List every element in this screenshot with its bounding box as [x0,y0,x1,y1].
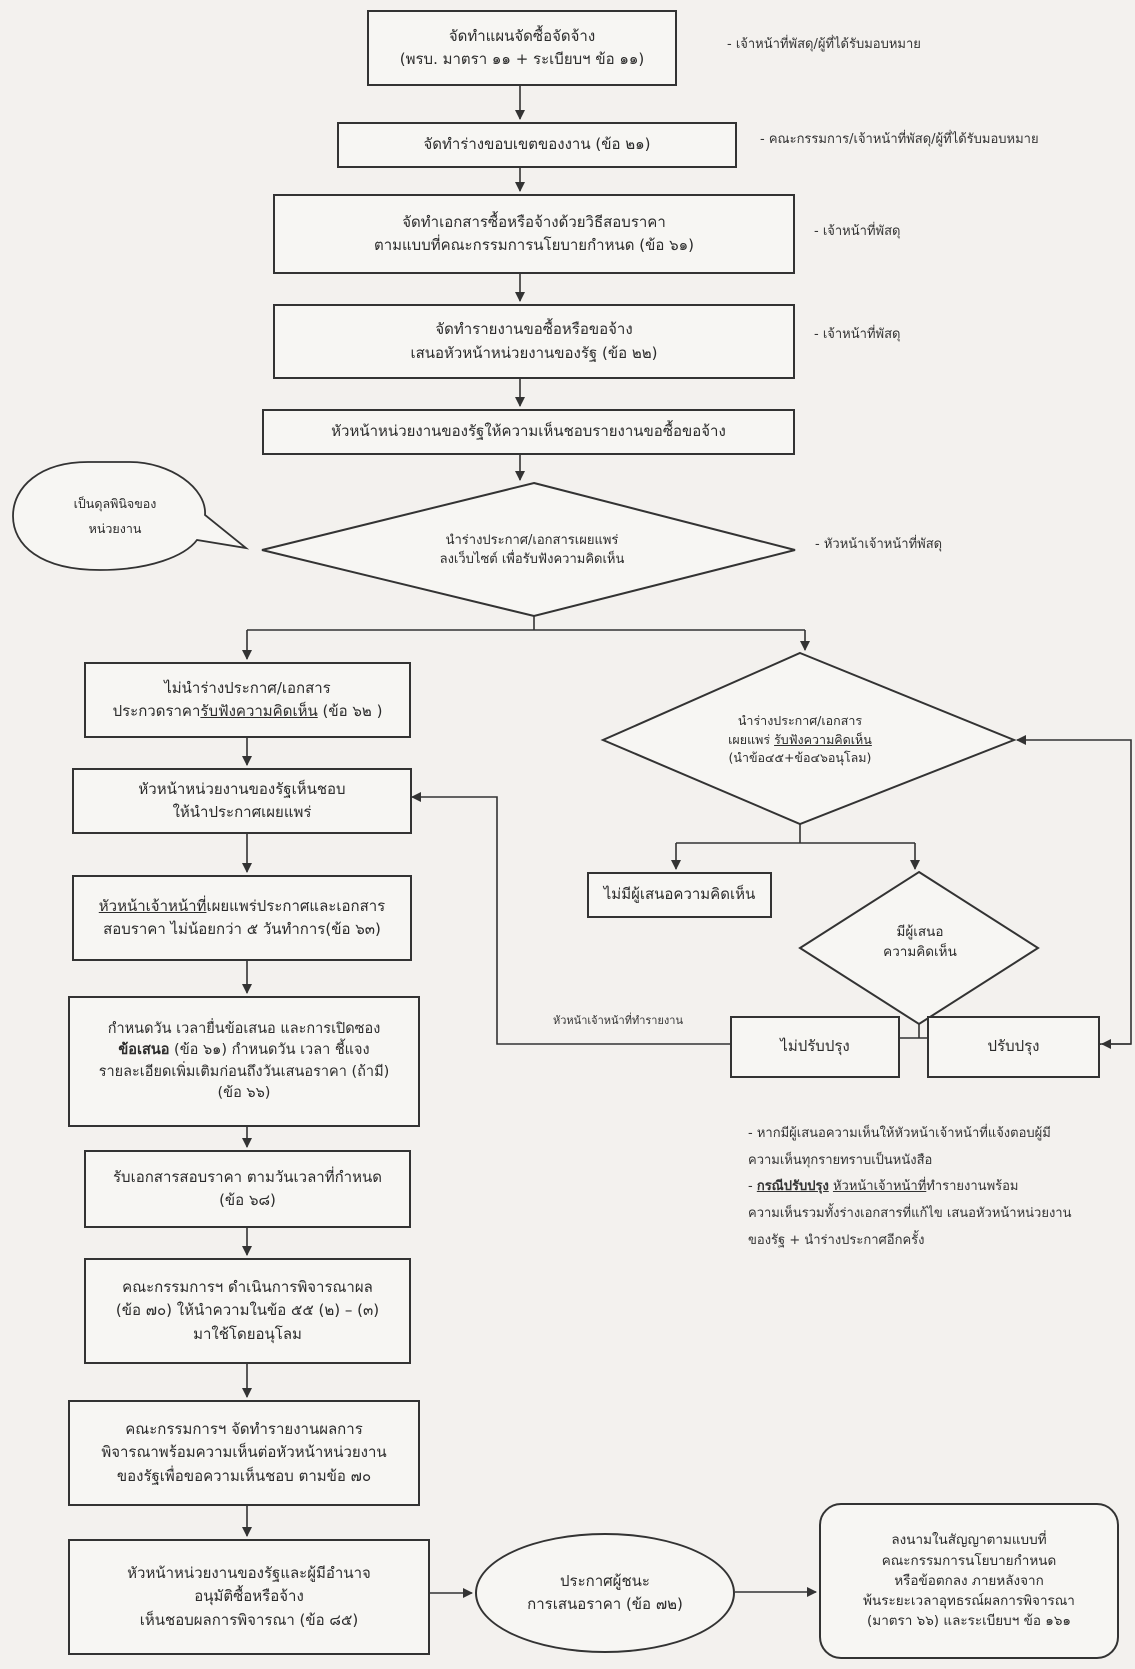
receive-box: รับเอกสารสอบราคา ตามวันเวลาที่กำหนด (ข้อ… [84,1150,411,1228]
committee-consider-line3: มาใช้โดยอนุโลม [193,1324,302,1343]
docs-responsible: - เจ้าหน้าที่พัสดุ [814,224,901,239]
report-line2: เสนอหัวหน้าหน่วยงานของรัฐ (ข้อ ๒๒) [410,343,658,362]
head-approve-line1: หัวหน้าหน่วยงานของรัฐเห็นชอบ [138,779,346,798]
contract-line5: (มาตรา ๖๖) และระเบียบฯ ข้อ ๑๖๑ [867,1613,1071,1630]
decision2-text: นำร่างประกาศ/เอกสาร เผยแพร่ รับฟังความคิ… [690,700,910,780]
plan-line2: (พรบ. มาตรา ๑๑ + ระเบียบฯ ข้อ ๑๑) [399,50,645,68]
committee-consider-line1: คณะกรรมการฯ ดำเนินการพิจารณาผล [122,1278,373,1297]
no-publish-line2b: รับฟังความคิดเห็น [200,702,318,720]
notes-block: - หากมีผู้เสนอความเห็นให้หัวหน้าเจ้าหน้า… [748,1121,1071,1254]
notes-line5: ของรัฐ + นำร่างประกาศอีกครั้ง [748,1232,925,1248]
contract-line4: พ้นระยะเวลาอุทธรณ์ผลการพิจารณา [863,1593,1075,1610]
receive-line1: รับเอกสารสอบราคา ตามวันเวลาที่กำหนด [113,1167,382,1186]
committee-report-box: คณะกรรมการฯ จัดทำรายงานผลการ พิจารณาพร้อ… [68,1400,420,1506]
report-responsible: - เจ้าหน้าที่พัสดุ [814,327,901,342]
no-publish-line1: ไม่นำร่างประกาศ/เอกสาร [164,678,331,697]
committee-report-line2: พิจารณาพร้อมความเห็นต่อหัวหน้าหน่วยงาน [101,1443,387,1462]
no-comment-line1: ไม่มีผู้เสนอความคิดเห็น [603,885,756,904]
bubble-note: เป็นดุลพินิจของ หน่วยงาน [40,470,190,562]
bubble-line2: หน่วยงาน [88,521,142,536]
schedule-line3: รายละเอียดเพิ่มเติมก่อนถึงวันเสนอราคา (ถ… [98,1063,390,1080]
decision1-text: นำร่างประกาศ/เอกสารเผยแพร่ ลงเว็บไซต์ เพ… [392,520,672,580]
notes-line2: ความเห็นทุกรายทราบเป็นหนังสือ [748,1152,933,1168]
no-improve-box: ไม่ปรับปรุง [730,1016,900,1078]
has-comment-line2: ความคิดเห็น [883,944,957,960]
loop-no-improve-to-head-approve [411,792,730,1045]
winner-line2: การเสนอราคา (ข้อ ๗๒) [527,1595,683,1613]
decision2-line2b: รับฟังความคิดเห็น [774,731,872,747]
improve-line1: ปรับปรุง [987,1037,1040,1056]
schedule-box: กำหนดวัน เวลายื่นข้อเสนอ และการเปิดซอง ข… [68,996,420,1127]
schedule-line2a: ข้อเสนอ [118,1042,170,1059]
notes-line1: - หากมีผู้เสนอความเห็นให้หัวหน้าเจ้าหน้า… [748,1126,1051,1141]
final-approve-box: หัวหน้าหน่วยงานของรัฐและผู้มีอำนาจ อนุมั… [68,1539,430,1655]
no-publish-line2c: (ข้อ ๖๒ ) [317,702,383,720]
no-publish-box: ไม่นำร่างประกาศ/เอกสาร ประกวดราคารับฟังค… [84,662,411,738]
decision2-line2a: เผยแพร่ [728,731,775,747]
committee-report-line1: คณะกรรมการฯ จัดทำรายงานผลการ [125,1420,363,1439]
approve-report-line1: หัวหน้าหน่วยงานของรัฐให้ความเห็นชอบรายงา… [331,422,726,441]
bubble-line1: เป็นดุลพินิจของ [73,496,157,511]
publish-line1b: เผยแพร่ประกาศและเอกสาร [206,896,386,915]
report-line1: จัดทำรายงานขอซื้อหรือขอจ้าง [435,320,633,339]
publish-line2: สอบราคา ไม่น้อยกว่า ๕ วันทำการ(ข้อ ๖๓) [103,920,381,938]
plan-line1: จัดทำแผนจัดซื้อจัดจ้าง [448,26,596,45]
schedule-line2b: (ข้อ ๖๑) กำหนดวัน เวลา ชี้แจง [169,1042,370,1059]
approve-report-box: หัวหน้าหน่วยงานของรัฐให้ความเห็นชอบรายงา… [262,409,795,455]
scope-responsible: - คณะกรรมการ/เจ้าหน้าที่พัสดุ/ผู้ที่ได้ร… [760,132,1039,147]
final-approve-line2: อนุมัติซื้อหรือจ้าง [194,1587,304,1606]
committee-report-line3: ของรัฐเพื่อขอความเห็นชอบ ตามข้อ ๗๐ [116,1466,372,1485]
plan-responsible: - เจ้าหน้าที่พัสดุ/ผู้ที่ได้รับมอบหมาย [727,37,921,52]
winner-ellipse: ประกาศผู้ชนะ การเสนอราคา (ข้อ ๗๒) [475,1533,735,1653]
head-approve-box: หัวหน้าหน่วยงานของรัฐเห็นชอบ ให้นำประกาศ… [72,768,412,834]
contract-line2: คณะกรรมการนโยบายกำหนด [881,1552,1057,1569]
docs-line1: จัดทำเอกสารซื้อหรือจ้างด้วยวิธีสอบราคา [402,212,666,231]
loop-improve-to-decision2 [1016,735,1132,1045]
decision1-line1: นำร่างประกาศ/เอกสารเผยแพร่ [445,532,619,548]
notes-line3d: หัวหน้าเจ้าหน้าที่ [832,1179,927,1195]
has-comment-line1: มีผู้เสนอ [896,923,944,940]
decision2-line3: (นำข้อ๔๕+ข้อ๔๖อนุโลม) [728,750,872,766]
plan-box: จัดทำแผนจัดซื้อจัดจ้าง (พรบ. มาตรา ๑๑ + … [367,10,677,86]
contract-box: ลงนามในสัญญาตามแบบที่ คณะกรรมการนโยบายกำ… [819,1503,1119,1659]
decision2-line1: นำร่างประกาศ/เอกสาร [737,712,863,728]
final-approve-line3: เห็นชอบผลการพิจารณา (ข้อ ๘๕) [139,1610,359,1629]
no-comment-box: ไม่มีผู้เสนอความคิดเห็น [587,872,772,918]
head-approve-line2: ให้นำประกาศเผยแพร่ [172,803,312,821]
notes-line3a: - [748,1179,757,1195]
scope-line1: จัดทำร่างขอบเขตของงาน (ข้อ ๒๑) [423,135,651,154]
schedule-line1: กำหนดวัน เวลายื่นข้อเสนอ และการเปิดซอง [107,1021,381,1038]
decision1-responsible: - หัวหน้าเจ้าหน้าที่พัสดุ [815,537,943,552]
has-comment-text: มีผู้เสนอ ความคิดเห็น [850,912,990,972]
bubble-shape [12,461,250,571]
head-officer-label: หัวหน้าเจ้าหน้าที่ทำรายงาน [553,1014,683,1027]
decision1-line2: ลงเว็บไซต์ เพื่อรับฟังความคิดเห็น [439,552,625,567]
improve-box: ปรับปรุง [927,1016,1100,1078]
notes-line4: ความเห็นรวมทั้งร่างเอกสารที่แก้ไข เสนอหั… [748,1205,1072,1221]
docs-box: จัดทำเอกสารซื้อหรือจ้างด้วยวิธีสอบราคา ต… [273,194,795,274]
schedule-line4: (ข้อ ๖๖) [217,1084,271,1101]
publish-line1a: หัวหน้าเจ้าหน้าที่ [98,896,207,915]
no-publish-line2a: ประกวดราคา [112,702,201,720]
report-box: จัดทำรายงานขอซื้อหรือขอจ้าง เสนอหัวหน้าห… [273,304,795,379]
winner-line1: ประกาศผู้ชนะ [560,1571,650,1590]
contract-line3: หรือข้อตกลง ภายหลังจาก [894,1572,1044,1589]
contract-line1: ลงนามในสัญญาตามแบบที่ [891,1532,1047,1549]
final-approve-line1: หัวหน้าหน่วยงานของรัฐและผู้มีอำนาจ [127,1564,371,1583]
notes-line3e: ทำรายงานพร้อม [926,1179,1019,1195]
publish-box: หัวหน้าเจ้าหน้าที่เผยแพร่ประกาศและเอกสาร… [72,875,412,961]
scope-box: จัดทำร่างขอบเขตของงาน (ข้อ ๒๑) [337,122,737,168]
docs-line2: ตามแบบที่คณะกรรมการนโยบายกำหนด (ข้อ ๖๑) [373,236,695,254]
receive-line2: (ข้อ ๖๘) [219,1191,276,1209]
committee-consider-line2: (ข้อ ๗๐) ให้นำความในข้อ ๕๕ (๒) – (๓) [115,1301,380,1320]
no-improve-line1: ไม่ปรับปรุง [780,1037,850,1056]
notes-line3b: กรณีปรับปรุง [756,1179,829,1195]
committee-consider-box: คณะกรรมการฯ ดำเนินการพิจารณาผล (ข้อ ๗๐) … [84,1258,411,1364]
